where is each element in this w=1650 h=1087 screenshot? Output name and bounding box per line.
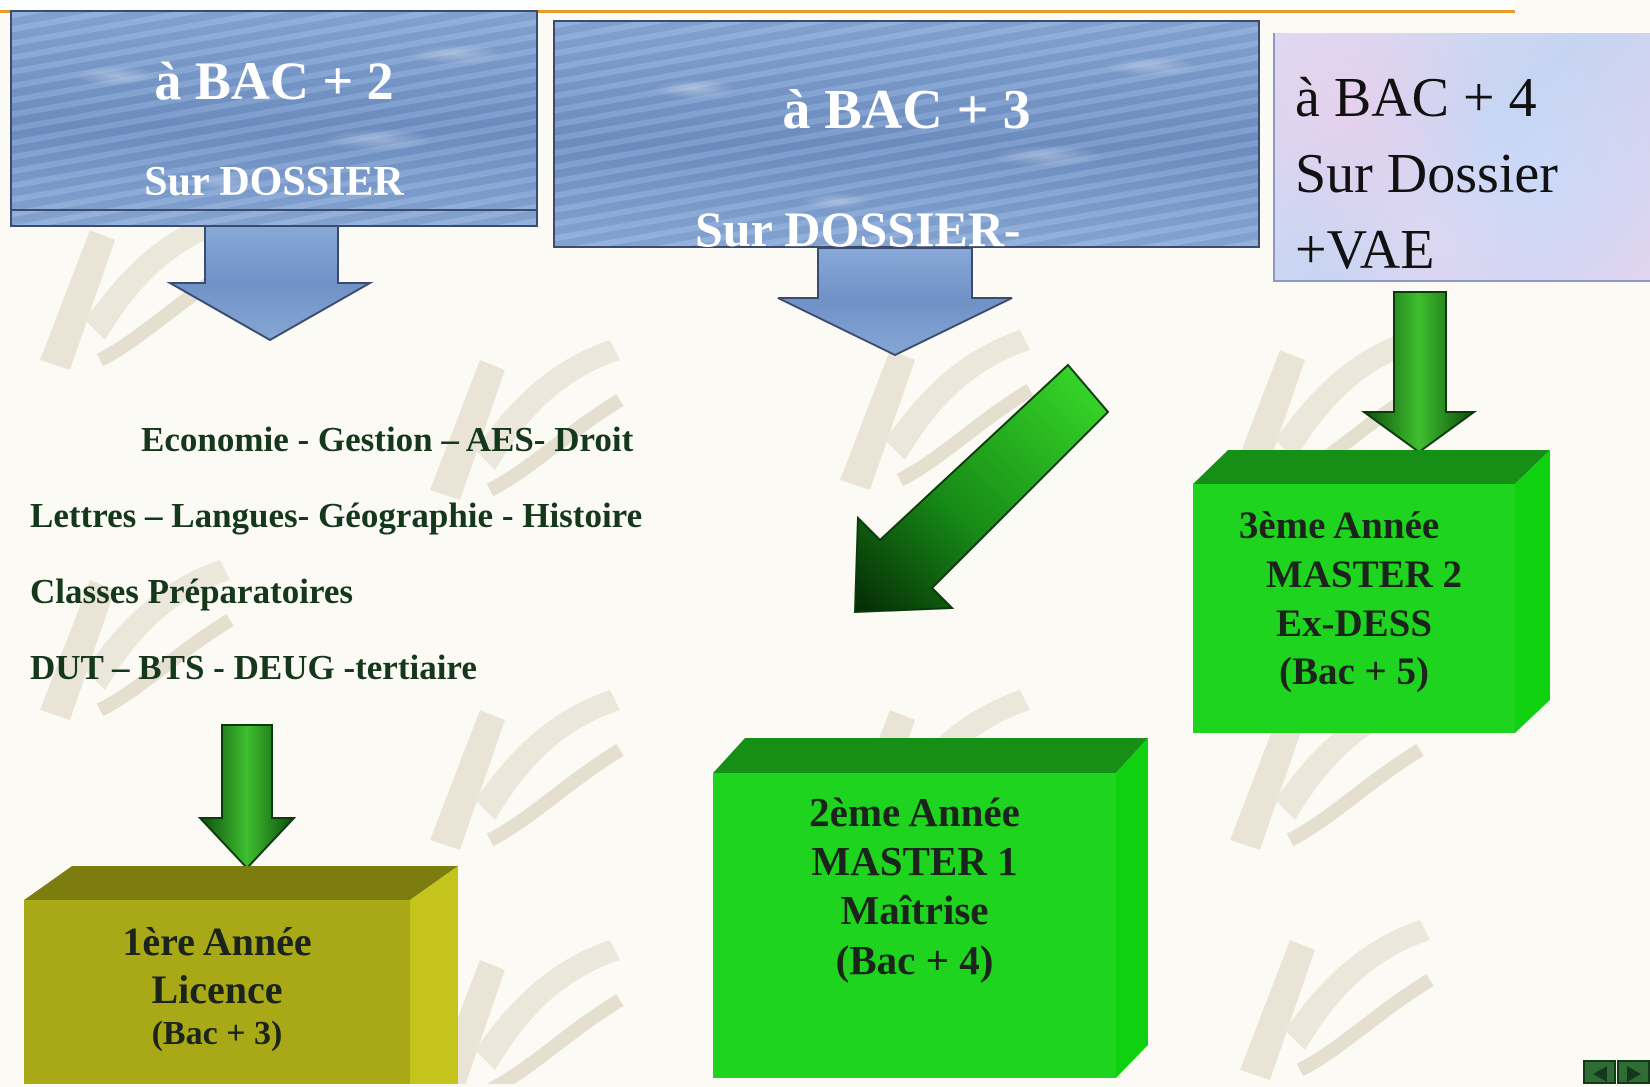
- master2-alt: Ex-DESS: [1275, 601, 1433, 645]
- box-bac-plus-4-line3: +VAE: [1295, 219, 1435, 281]
- box-bac-plus-4: à BAC + 4 Sur Dossier +VAE: [1273, 33, 1650, 282]
- next-slide-button[interactable]: [1617, 1060, 1650, 1084]
- master1-year: 2ème Année: [809, 789, 1020, 835]
- master1-block: 2ème Année MASTER 1 Maîtrise (Bac + 4): [713, 788, 1116, 985]
- triangle-left-icon: [1593, 1066, 1607, 1082]
- box-bac-plus-3: à BAC + 3 Sur DOSSIER-: [553, 20, 1260, 257]
- master2-block: 3ème Année MASTER 2 Ex-DESS (Bac + 5): [1193, 502, 1515, 697]
- subject-line: Classes Préparatoires: [30, 572, 354, 611]
- master1-alt: Maîtrise: [840, 887, 989, 934]
- box-bac-plus-4-line1: à BAC + 4: [1295, 67, 1537, 129]
- subject-line: Lettres – Langues- Géographie - Histoire: [30, 496, 643, 535]
- box-bac-plus-3-subtitle: Sur DOSSIER-: [695, 201, 1021, 257]
- triangle-right-icon: [1627, 1066, 1641, 1082]
- box-bac-plus-2-title: à BAC + 2: [154, 51, 394, 111]
- master2-degree: MASTER 2: [1265, 552, 1463, 596]
- subject-line: DUT – BTS - DEUG -tertiaire: [30, 648, 477, 687]
- licence-block: 1ère Année Licence (Bac + 3): [24, 918, 410, 1055]
- box-bac-plus-4-line2: Sur Dossier: [1295, 143, 1558, 205]
- box-bac-plus-2: à BAC + 2 Sur DOSSIER: [10, 10, 538, 227]
- master1-level: (Bac + 4): [835, 936, 994, 983]
- licence-degree: Licence: [151, 967, 283, 1012]
- licence-year: 1ère Année: [122, 919, 312, 964]
- master2-year: 3ème Année: [1238, 504, 1440, 547]
- top-accent-bar: [0, 0, 1515, 13]
- box-bac-plus-3-title: à BAC + 3: [782, 79, 1031, 141]
- box-bac-plus-2-subtitle: Sur DOSSIER: [144, 159, 404, 205]
- master2-level: (Bac + 5): [1278, 650, 1430, 694]
- master1-degree: MASTER 1: [811, 838, 1018, 885]
- licence-level: (Bac + 3): [151, 1015, 283, 1052]
- subject-line: Economie - Gestion – AES- Droit: [141, 420, 634, 459]
- previous-slide-button[interactable]: [1583, 1060, 1616, 1084]
